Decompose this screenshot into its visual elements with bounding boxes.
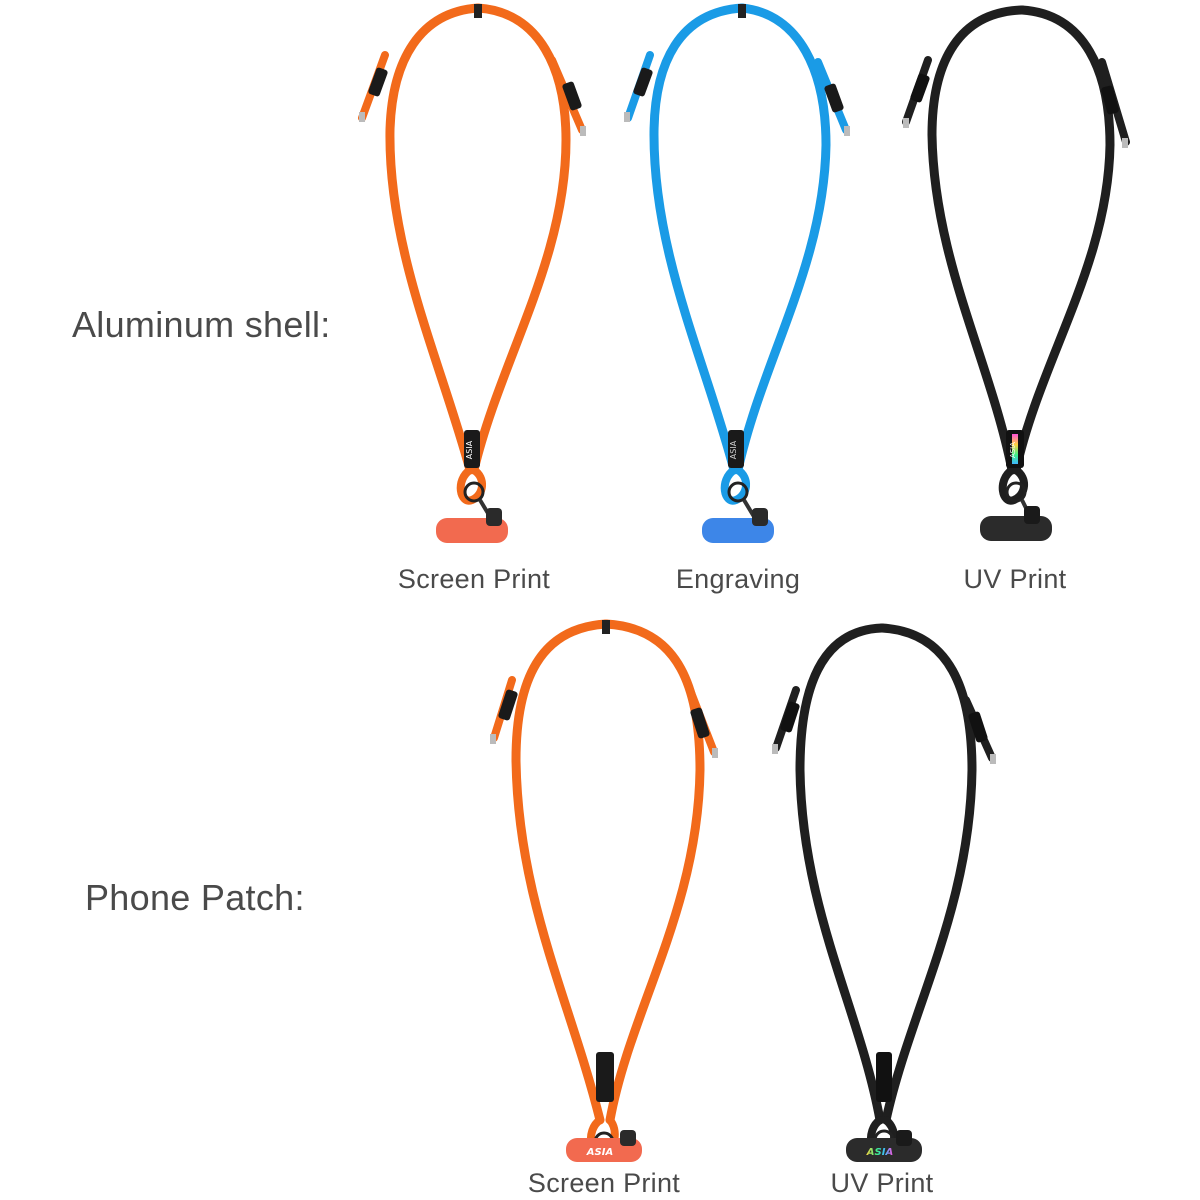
row-label-phone-patch: Phone Patch: xyxy=(85,877,305,918)
phone-patch-card xyxy=(980,516,1052,541)
badge-text: ASIA xyxy=(729,440,738,459)
badge-text: ASIA xyxy=(1009,442,1017,458)
patch-badge-text: ASIA xyxy=(586,1147,613,1158)
caption-aluminum-engraving: Engraving xyxy=(675,564,801,594)
caption-aluminum-uv-print: UV Print xyxy=(963,564,1067,594)
lanyard-aluminum-uv-print: ASIA xyxy=(902,5,1130,541)
lanyard-aluminum-engraving: ASIA xyxy=(624,3,850,543)
lanyard-patch-uv-print: ASIA xyxy=(772,623,996,1162)
lanyard-patch-screen-print: ASIA xyxy=(490,619,718,1162)
patch-badge-text: ASIA xyxy=(866,1147,893,1158)
caption-patch-screen-print: Screen Print xyxy=(527,1168,681,1198)
badge-text: ASIA xyxy=(465,440,474,459)
lanyard-aluminum-screen-print: ASIA xyxy=(358,3,586,543)
caption-patch-uv-print: UV Print xyxy=(830,1168,934,1198)
row-label-aluminum-shell: Aluminum shell: xyxy=(72,304,331,345)
caption-aluminum-screen-print: Screen Print xyxy=(397,564,551,594)
